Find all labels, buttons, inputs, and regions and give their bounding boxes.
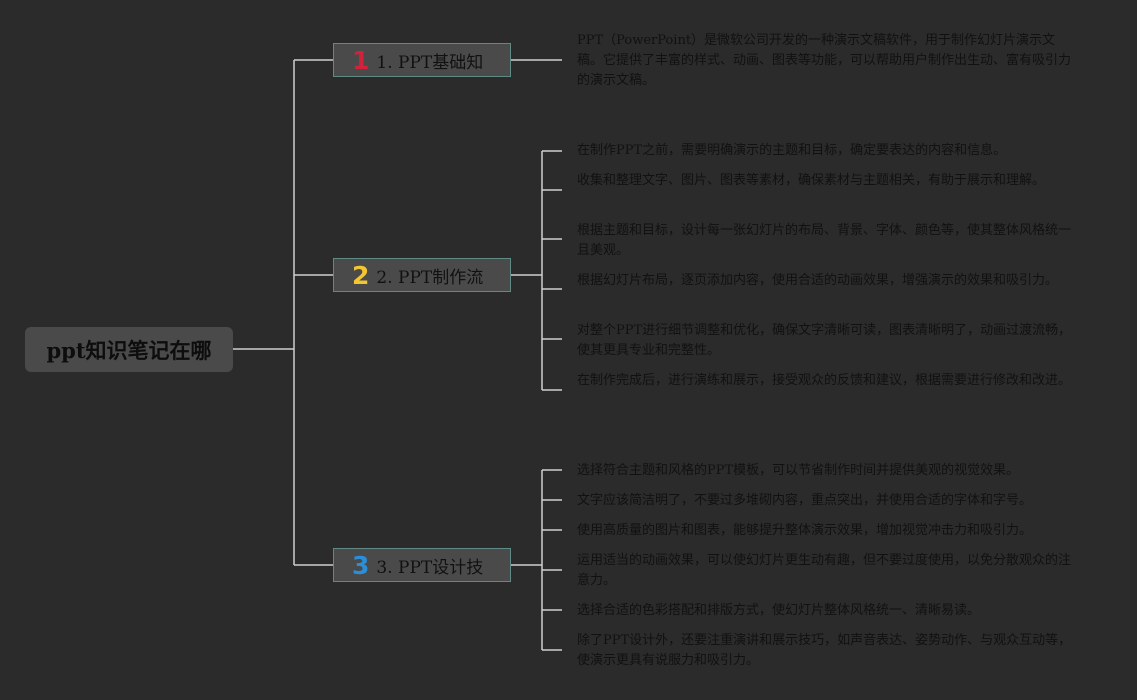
leaf-2-1: 在制作PPT之前，需要明确演示的主题和目标，确定要表达的内容和信息。	[577, 143, 1007, 158]
branch-node-3[interactable]: 3 3. PPT设计技	[333, 548, 511, 582]
leaf-3-5: 选择合适的色彩搭配和排版方式，使幻灯片整体风格统一、清晰易读。	[577, 603, 981, 618]
leaf-3-4: 运用适当的动画效果，可以使幻灯片更生动有趣，但不要过度使用，以免分散观众的注意力…	[577, 553, 1072, 588]
branch-title-1: 1. PPT基础知	[376, 52, 484, 73]
branch-title-2: 2. PPT制作流	[376, 267, 484, 288]
number-1-icon: 1	[352, 45, 370, 75]
leaf-2-2: 收集和整理文字、图片、图表等素材，确保素材与主题相关，有助于展示和理解。	[577, 173, 1046, 188]
leaf-3-1: 选择符合主题和风格的PPT模板，可以节省制作时间并提供美观的视觉效果。	[577, 463, 1020, 478]
leaf-3-2: 文字应该简洁明了，不要过多堆砌内容，重点突出，并使用合适的字体和字号。	[577, 493, 1033, 508]
root-label: ppt知识笔记在哪	[46, 337, 212, 363]
leaf-1-1: PPT（PowerPoint）是微软公司开发的一种演示文稿软件，用于制作幻灯片演…	[577, 33, 1072, 88]
leaf-2-3: 根据主题和目标，设计每一张幻灯片的布局、背景、字体、颜色等，使其整体风格统一且美…	[577, 223, 1072, 258]
branch-node-2[interactable]: 2 2. PPT制作流	[333, 258, 511, 292]
leaf-2-4: 根据幻灯片布局，逐页添加内容，使用合适的动画效果，增强演示的效果和吸引力。	[577, 273, 1059, 288]
leaf-2-5: 对整个PPT进行细节调整和优化，确保文字清晰可读，图表清晰明了，动画过渡流畅，使…	[577, 323, 1072, 358]
branch-title-3: 3. PPT设计技	[376, 557, 484, 578]
leaf-3-6: 除了PPT设计外，还要注重演讲和展示技巧，如声音表达、姿势动作、与观众互动等，使…	[577, 633, 1072, 668]
leaf-3-3: 使用高质量的图片和图表，能够提升整体演示效果，增加视觉冲击力和吸引力。	[577, 523, 1033, 538]
number-3-icon: 3	[352, 550, 370, 580]
number-2-icon: 2	[352, 260, 370, 290]
leaf-2-6: 在制作完成后，进行演练和展示，接受观众的反馈和建议，根据需要进行修改和改进。	[577, 373, 1072, 388]
branch-node-1[interactable]: 1 1. PPT基础知	[333, 43, 511, 77]
root-node[interactable]: ppt知识笔记在哪	[25, 327, 233, 372]
